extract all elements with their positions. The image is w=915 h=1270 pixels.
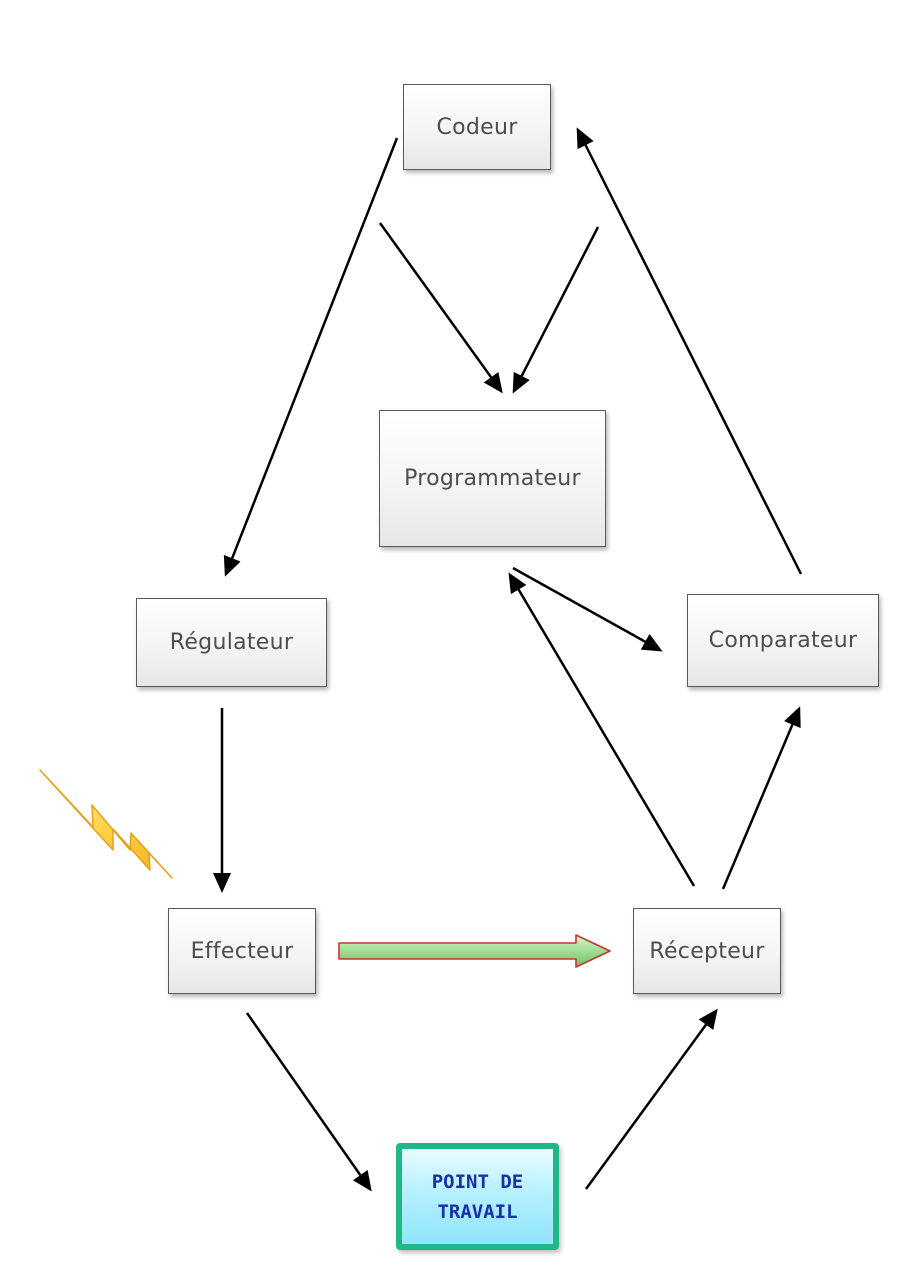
node-effecteur-label: Effecteur	[190, 938, 294, 964]
lightning-bolt-icon	[39, 769, 173, 879]
arrow-codeur-to-programmateur	[378, 222, 503, 394]
node-regulateur-label: Régulateur	[169, 630, 294, 655]
arrow-programmateur-to-comparateur	[512, 566, 663, 652]
point-de-travail-line1: POINT DE	[431, 1170, 524, 1193]
node-comparateur: Comparateur	[687, 594, 879, 687]
arrow-codeur-to-regulateur	[223, 137, 399, 577]
node-recepteur-label: Récepteur	[649, 938, 765, 964]
arrow-point-de-travail-to-recepteur	[584, 1008, 718, 1190]
arrow-comparateur-to-codeur	[576, 127, 803, 575]
node-regulateur: Régulateur	[136, 598, 327, 687]
node-programmateur-label: Programmateur	[404, 466, 581, 491]
arrow-recepteur-to-programmateur	[508, 572, 696, 887]
node-programmateur: Programmateur	[379, 410, 606, 547]
node-comparateur-label: Comparateur	[708, 628, 858, 653]
point-de-travail-line2: TRAVAIL	[437, 1200, 518, 1223]
arrow-effecteur-to-point-de-travail	[245, 1012, 372, 1192]
action-arrow-effecteur-to-recepteur	[338, 934, 611, 968]
node-codeur-label: Codeur	[436, 114, 518, 140]
node-recepteur: Récepteur	[633, 908, 781, 994]
node-point-de-travail: POINT DE TRAVAIL	[396, 1143, 559, 1250]
arrow-recepteur-to-comparateur	[721, 706, 801, 890]
node-effecteur: Effecteur	[168, 908, 316, 994]
node-codeur: Codeur	[403, 84, 551, 170]
arrow-comparateur-to-programmateur	[512, 226, 600, 394]
